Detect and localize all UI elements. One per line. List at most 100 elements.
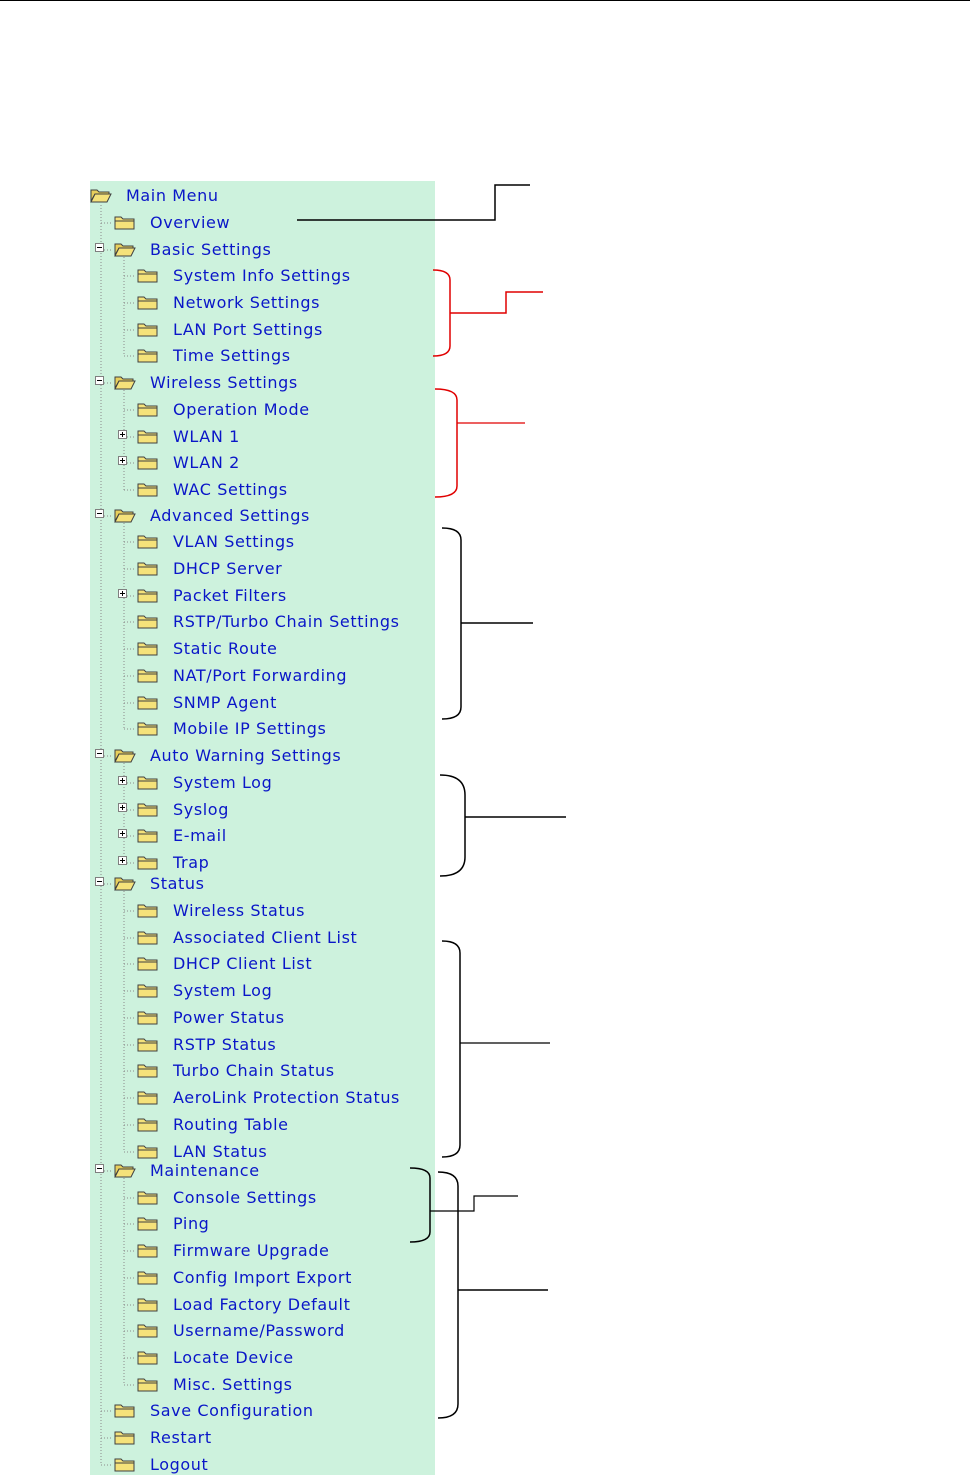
menu-item-label[interactable]: Console Settings xyxy=(173,1188,317,1207)
menu-item-label[interactable]: System Log xyxy=(173,773,273,792)
menu-item-label[interactable]: Status xyxy=(150,874,205,893)
menu-item-operation-mode-8[interactable]: Operation Mode xyxy=(0,399,440,421)
menu-item-system-log-30[interactable]: System Log xyxy=(0,980,440,1002)
menu-item-label[interactable]: Config Import Export xyxy=(173,1268,352,1287)
menu-item-label[interactable]: WLAN 1 xyxy=(173,427,240,446)
menu-item-trap-25[interactable]: Trap xyxy=(0,852,440,874)
menu-item-basic-settings-2[interactable]: Basic Settings xyxy=(0,239,440,261)
menu-item-status-26[interactable]: Status xyxy=(0,873,440,895)
menu-item-ping-39[interactable]: Ping xyxy=(0,1213,440,1235)
menu-item-system-log-22[interactable]: System Log xyxy=(0,772,440,794)
menu-item-label[interactable]: Power Status xyxy=(173,1008,285,1027)
menu-item-associated-client-list-28[interactable]: Associated Client List xyxy=(0,927,440,949)
menu-item-rstp-status-32[interactable]: RSTP Status xyxy=(0,1034,440,1056)
menu-item-vlan-settings-13[interactable]: VLAN Settings xyxy=(0,531,440,553)
menu-item-label[interactable]: DHCP Client List xyxy=(173,954,313,973)
menu-item-config-import-export-41[interactable]: Config Import Export xyxy=(0,1267,440,1289)
menu-item-logout-48[interactable]: Logout xyxy=(0,1454,440,1476)
expand-plus-icon[interactable] xyxy=(118,803,127,812)
menu-item-label[interactable]: Wireless Settings xyxy=(150,373,298,392)
collapse-minus-icon[interactable] xyxy=(95,1164,104,1173)
menu-item-dhcp-client-list-29[interactable]: DHCP Client List xyxy=(0,953,440,975)
menu-item-snmp-agent-19[interactable]: SNMP Agent xyxy=(0,692,440,714)
menu-item-username-password-43[interactable]: Username/Password xyxy=(0,1320,440,1342)
menu-item-label[interactable]: Overview xyxy=(150,213,231,232)
menu-item-wlan-2-10[interactable]: WLAN 2 xyxy=(0,452,440,474)
menu-item-auto-warning-settings-21[interactable]: Auto Warning Settings xyxy=(0,745,440,767)
menu-item-locate-device-44[interactable]: Locate Device xyxy=(0,1347,440,1369)
collapse-minus-icon[interactable] xyxy=(95,376,104,385)
menu-item-label[interactable]: Syslog xyxy=(173,800,229,819)
menu-item-label[interactable]: LAN Status xyxy=(173,1142,268,1161)
menu-item-label[interactable]: E-mail xyxy=(173,826,227,845)
collapse-minus-icon[interactable] xyxy=(95,877,104,886)
menu-item-label[interactable]: Associated Client List xyxy=(173,928,358,947)
menu-item-label[interactable]: WAC Settings xyxy=(173,480,288,499)
menu-item-label[interactable]: Locate Device xyxy=(173,1348,294,1367)
expand-plus-icon[interactable] xyxy=(118,589,127,598)
menu-item-lan-status-36[interactable]: LAN Status xyxy=(0,1141,440,1163)
collapse-minus-icon[interactable] xyxy=(95,749,104,758)
menu-item-console-settings-38[interactable]: Console Settings xyxy=(0,1187,440,1209)
menu-item-label[interactable]: VLAN Settings xyxy=(173,532,295,551)
menu-item-static-route-17[interactable]: Static Route xyxy=(0,638,440,660)
menu-item-label[interactable]: Firmware Upgrade xyxy=(173,1241,330,1260)
menu-item-label[interactable]: Turbo Chain Status xyxy=(173,1061,335,1080)
expand-plus-icon[interactable] xyxy=(118,856,127,865)
menu-item-wlan-1-9[interactable]: WLAN 1 xyxy=(0,426,440,448)
menu-item-label[interactable]: Save Configuration xyxy=(150,1401,314,1420)
menu-item-label[interactable]: DHCP Server xyxy=(173,559,283,578)
menu-item-label[interactable]: Trap xyxy=(173,853,210,872)
menu-item-syslog-23[interactable]: Syslog xyxy=(0,799,440,821)
menu-item-nat-port-forwarding-18[interactable]: NAT/Port Forwarding xyxy=(0,665,440,687)
menu-item-rstp-turbo-chain-settings-16[interactable]: RSTP/Turbo Chain Settings xyxy=(0,611,440,633)
menu-item-system-info-settings-3[interactable]: System Info Settings xyxy=(0,265,440,287)
menu-item-label[interactable]: SNMP Agent xyxy=(173,693,278,712)
expand-plus-icon[interactable] xyxy=(118,456,127,465)
menu-item-label[interactable]: LAN Port Settings xyxy=(173,320,323,339)
menu-item-label[interactable]: Maintenance xyxy=(150,1161,260,1180)
menu-item-time-settings-6[interactable]: Time Settings xyxy=(0,345,440,367)
menu-item-label[interactable]: Packet Filters xyxy=(173,586,287,605)
menu-item-label[interactable]: Ping xyxy=(173,1214,210,1233)
menu-item-network-settings-4[interactable]: Network Settings xyxy=(0,292,440,314)
menu-item-lan-port-settings-5[interactable]: LAN Port Settings xyxy=(0,319,440,341)
menu-item-label[interactable]: System Log xyxy=(173,981,273,1000)
menu-item-label[interactable]: RSTP Status xyxy=(173,1035,277,1054)
menu-item-label[interactable]: Basic Settings xyxy=(150,240,272,259)
menu-item-main-menu-0[interactable]: Main Menu xyxy=(0,185,440,207)
menu-item-label[interactable]: Main Menu xyxy=(126,186,219,205)
menu-item-routing-table-35[interactable]: Routing Table xyxy=(0,1114,440,1136)
menu-item-restart-47[interactable]: Restart xyxy=(0,1427,440,1449)
collapse-minus-icon[interactable] xyxy=(95,509,104,518)
menu-item-advanced-settings-12[interactable]: Advanced Settings xyxy=(0,505,440,527)
menu-item-dhcp-server-14[interactable]: DHCP Server xyxy=(0,558,440,580)
menu-item-label[interactable]: Wireless Status xyxy=(173,901,306,920)
menu-item-label[interactable]: Time Settings xyxy=(173,346,291,365)
expand-plus-icon[interactable] xyxy=(118,430,127,439)
menu-item-label[interactable]: WLAN 2 xyxy=(173,453,240,472)
menu-item-label[interactable]: RSTP/Turbo Chain Settings xyxy=(173,612,400,631)
menu-item-label[interactable]: Misc. Settings xyxy=(173,1375,293,1394)
menu-item-load-factory-default-42[interactable]: Load Factory Default xyxy=(0,1294,440,1316)
menu-item-label[interactable]: Routing Table xyxy=(173,1115,289,1134)
menu-item-label[interactable]: Auto Warning Settings xyxy=(150,746,342,765)
menu-item-wac-settings-11[interactable]: WAC Settings xyxy=(0,479,440,501)
menu-item-label[interactable]: Load Factory Default xyxy=(173,1295,351,1314)
menu-item-mobile-ip-settings-20[interactable]: Mobile IP Settings xyxy=(0,718,440,740)
menu-item-label[interactable]: System Info Settings xyxy=(173,266,351,285)
menu-item-label[interactable]: Operation Mode xyxy=(173,400,310,419)
menu-item-packet-filters-15[interactable]: Packet Filters xyxy=(0,585,440,607)
menu-item-label[interactable]: Mobile IP Settings xyxy=(173,719,327,738)
menu-item-wireless-settings-7[interactable]: Wireless Settings xyxy=(0,372,440,394)
menu-item-misc-settings-45[interactable]: Misc. Settings xyxy=(0,1374,440,1396)
menu-item-save-configuration-46[interactable]: Save Configuration xyxy=(0,1400,440,1422)
menu-item-label[interactable]: Username/Password xyxy=(173,1321,345,1340)
menu-item-firmware-upgrade-40[interactable]: Firmware Upgrade xyxy=(0,1240,440,1262)
expand-plus-icon[interactable] xyxy=(118,829,127,838)
menu-item-label[interactable]: Logout xyxy=(150,1455,209,1474)
menu-item-wireless-status-27[interactable]: Wireless Status xyxy=(0,900,440,922)
menu-item-power-status-31[interactable]: Power Status xyxy=(0,1007,440,1029)
menu-item-label[interactable]: Advanced Settings xyxy=(150,506,310,525)
collapse-minus-icon[interactable] xyxy=(95,243,104,252)
